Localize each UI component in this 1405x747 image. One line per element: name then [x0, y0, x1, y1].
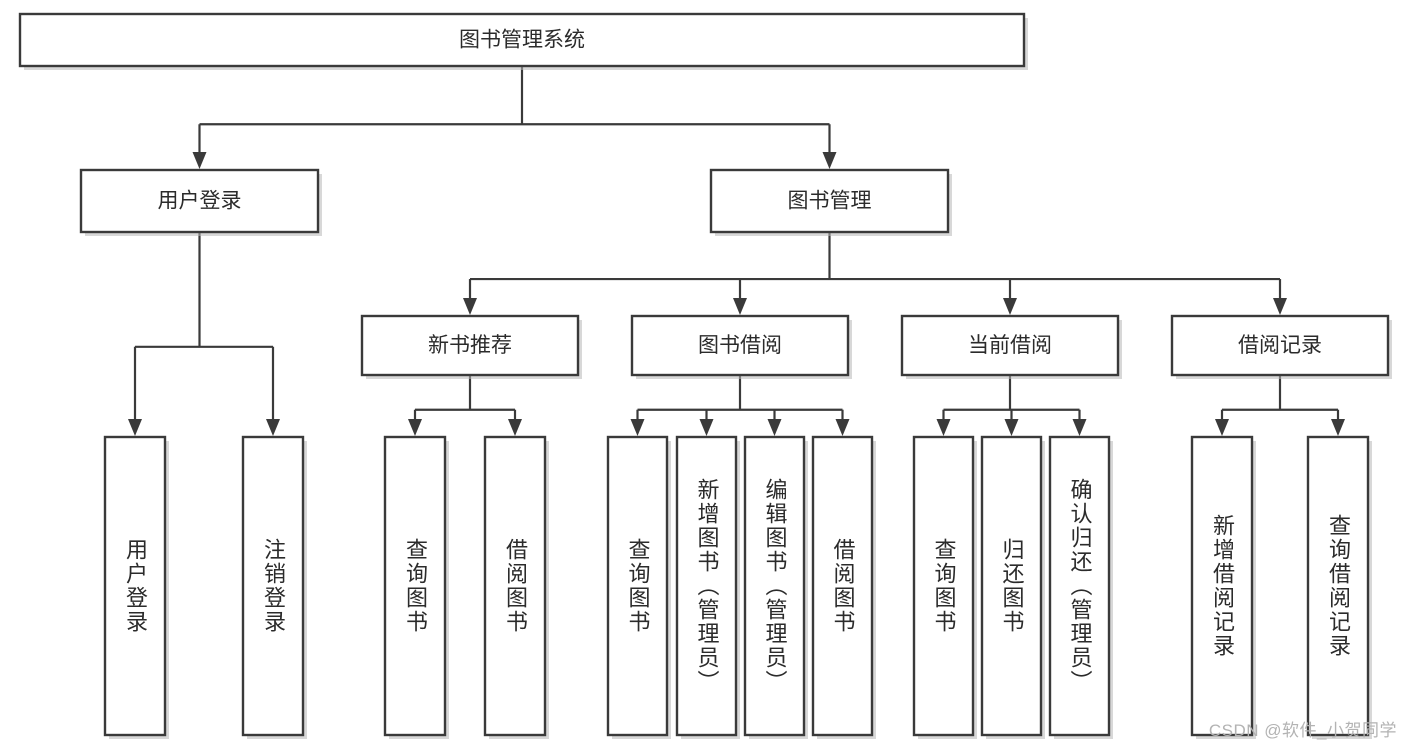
arrow-head-icon [408, 419, 422, 436]
node-box[interactable] [743, 435, 806, 737]
node-box[interactable] [709, 168, 950, 234]
node-box[interactable] [79, 168, 320, 234]
node-box[interactable] [900, 314, 1120, 377]
node-label: 新书推荐 [428, 334, 512, 357]
node-record-query[interactable] [1306, 435, 1370, 737]
arrow-head-icon [1215, 419, 1229, 436]
arrow-head-icon [767, 419, 782, 436]
arrow-head-icon [463, 298, 477, 315]
node-current-query-book[interactable] [912, 435, 975, 737]
arrow-head-icon [266, 419, 280, 436]
node-box[interactable] [912, 435, 975, 737]
node-label: 图书管理 [788, 190, 872, 213]
arrow-head-icon [822, 152, 837, 169]
arrow-head-icon [699, 419, 714, 436]
arrow-head-icon [733, 298, 747, 315]
arrow-head-icon [630, 419, 645, 436]
arrow-head-icon [1072, 419, 1087, 436]
node-box[interactable] [1306, 435, 1370, 737]
node-new-book-recommend[interactable]: 新书推荐 [360, 314, 580, 377]
node-box[interactable] [360, 314, 580, 377]
node-borrow-query-book[interactable] [606, 435, 669, 737]
connector-layer [128, 66, 1345, 436]
arrow-head-icon [192, 152, 207, 169]
node-box[interactable] [103, 435, 167, 737]
node-label: 图书管理系统 [459, 29, 585, 52]
node-recommend-query-book[interactable] [383, 435, 447, 737]
node-recommend-borrow-book[interactable] [483, 435, 547, 737]
node-label: 当前借阅 [968, 334, 1052, 357]
watermark: CSDN @软件_小贺同学 [1208, 721, 1397, 740]
arrow-head-icon [1004, 419, 1019, 436]
node-current-borrow[interactable]: 当前借阅 [900, 314, 1120, 377]
arrow-head-icon [1003, 298, 1017, 315]
node-borrow-record[interactable]: 借阅记录 [1170, 314, 1390, 377]
arrow-head-icon [835, 419, 850, 436]
node-user-logout[interactable] [241, 435, 305, 737]
node-box[interactable] [811, 435, 874, 737]
node-box[interactable] [1048, 435, 1111, 737]
node-box[interactable] [1170, 314, 1390, 377]
node-box[interactable] [383, 435, 447, 737]
node-user-login[interactable]: 用户登录 [79, 168, 320, 234]
arrow-head-icon [508, 419, 522, 436]
node-box[interactable] [675, 435, 738, 737]
node-label: 用户登录 [158, 190, 242, 213]
node-borrow-add-book[interactable] [675, 435, 738, 737]
node-current-confirm-return[interactable] [1048, 435, 1111, 737]
node-borrow-borrow-book[interactable] [811, 435, 874, 737]
node-label: 借阅记录 [1238, 334, 1322, 357]
node-box[interactable] [18, 12, 1026, 68]
node-box[interactable] [980, 435, 1043, 737]
node-user-login-do[interactable] [103, 435, 167, 737]
node-box[interactable] [630, 314, 850, 377]
arrow-head-icon [1273, 298, 1287, 315]
node-box[interactable] [241, 435, 305, 737]
node-record-add[interactable] [1190, 435, 1254, 737]
node-book-manage[interactable]: 图书管理 [709, 168, 950, 234]
node-box[interactable] [483, 435, 547, 737]
node-box[interactable] [606, 435, 669, 737]
node-borrow-edit-book[interactable] [743, 435, 806, 737]
arrow-head-icon [1331, 419, 1345, 436]
arrow-head-icon [128, 419, 142, 436]
node-current-return-book[interactable] [980, 435, 1043, 737]
node-root[interactable]: 图书管理系统 [18, 12, 1026, 68]
node-label: 图书借阅 [698, 334, 782, 357]
node-book-borrow[interactable]: 图书借阅 [630, 314, 850, 377]
node-box[interactable] [1190, 435, 1254, 737]
arrow-head-icon [936, 419, 951, 436]
